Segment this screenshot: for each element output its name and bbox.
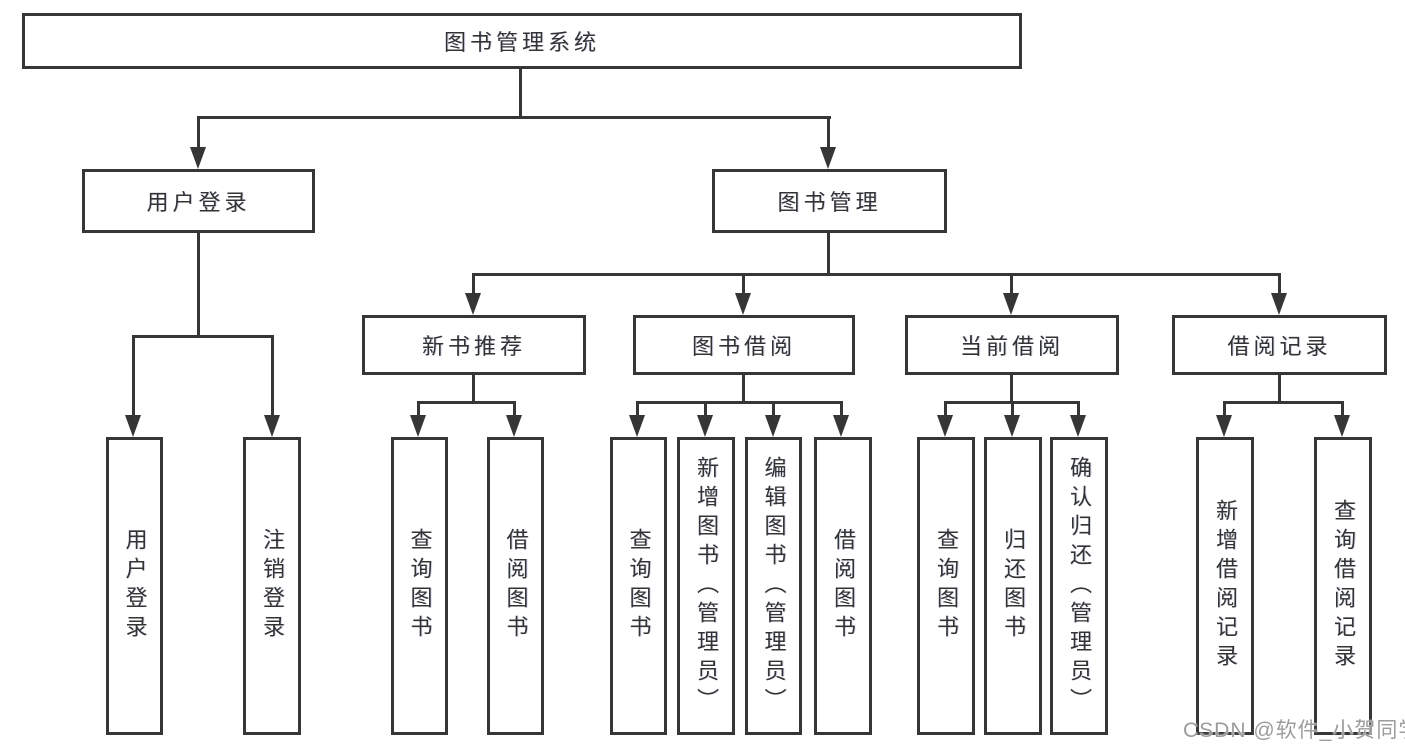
connector-leaf-stem — [1341, 401, 1344, 415]
connector-root-rail — [197, 116, 831, 119]
leaf-logout: 注销登录 — [243, 437, 301, 735]
connector-recommend-down — [472, 375, 475, 404]
arrow-down-icon — [937, 415, 953, 437]
arrow-down-icon — [629, 415, 645, 437]
leaf-label: 查询图书 — [407, 528, 433, 644]
csdn-watermark: CSDN @软件_小贺同学 — [1183, 719, 1405, 742]
arrow-down-icon — [465, 293, 481, 315]
node-current-borrow: 当前借阅 — [905, 315, 1119, 375]
node-user-login: 用户登录 — [82, 169, 315, 233]
leaf-return-books: 归还图书 — [984, 437, 1042, 735]
leaf-label: 查询借阅记录 — [1331, 499, 1356, 673]
node-root: 图书管理系统 — [22, 13, 1022, 69]
arrow-down-icon — [1003, 293, 1019, 315]
arrow-down-icon — [1334, 415, 1350, 437]
node-current-borrow-label: 当前借阅 — [959, 334, 1064, 359]
connector-book-mgmt-down — [827, 233, 830, 276]
leaf-label: 新增图书（管理员） — [694, 455, 719, 717]
arrow-down-icon — [1271, 293, 1287, 315]
connector-leaf-stem — [944, 401, 947, 415]
arrow-down-icon — [1070, 415, 1086, 437]
connector-l3-stem — [1010, 273, 1013, 293]
node-book-mgmt: 图书管理 — [712, 169, 947, 233]
leaf-label: 确认归还（管理员） — [1067, 455, 1092, 717]
connector-leaf-stem — [1011, 401, 1014, 415]
connector-leaf-stem — [840, 401, 843, 415]
leaf-confirm-return-admin: 确认归还（管理员） — [1050, 437, 1108, 735]
connector-leaf-stem — [271, 335, 274, 415]
leaf-add-books-admin: 新增图书（管理员） — [677, 437, 735, 735]
arrow-down-icon — [190, 147, 206, 169]
connector-user-login-stem — [197, 116, 200, 147]
node-book-borrow: 图书借阅 — [633, 315, 855, 375]
connector-leaf-stem — [417, 401, 420, 415]
connector-l3-stem — [472, 273, 475, 293]
leaf-borrow-books-recommend: 借阅图书 — [487, 437, 544, 735]
arrow-down-icon — [506, 415, 522, 437]
leaf-query-borrow-record: 查询借阅记录 — [1314, 437, 1372, 735]
connector-leaf-stem — [513, 401, 516, 415]
node-book-mgmt-label: 图书管理 — [777, 190, 882, 215]
arrow-down-icon — [264, 415, 280, 437]
node-new-book-recommend-label: 新书推荐 — [421, 334, 526, 359]
connector-l3-stem — [742, 273, 745, 293]
node-borrow-records: 借阅记录 — [1172, 315, 1387, 375]
connector-leaf-stem — [636, 401, 639, 415]
arrow-down-icon — [1004, 415, 1020, 437]
leaf-borrow-books: 借阅图书 — [814, 437, 872, 735]
connector-leaf-stem — [772, 401, 775, 415]
connector-borrow-down — [742, 375, 745, 404]
leaf-label: 编辑图书（管理员） — [761, 455, 787, 717]
leaf-edit-books-admin: 编辑图书（管理员） — [745, 437, 802, 735]
leaf-query-books-current: 查询图书 — [917, 437, 975, 735]
connector-l3-stem — [1278, 273, 1281, 293]
leaf-add-borrow-record: 新增借阅记录 — [1196, 437, 1254, 735]
node-book-borrow-label: 图书借阅 — [691, 334, 796, 359]
connector-book-mgmt-stem — [827, 116, 830, 147]
node-new-book-recommend: 新书推荐 — [362, 315, 586, 375]
leaf-label: 用户登录 — [122, 528, 148, 644]
leaf-label: 借阅图书 — [831, 528, 856, 644]
connector-leaf-stem — [704, 401, 707, 415]
connector-records-down — [1278, 375, 1281, 404]
arrow-down-icon — [833, 415, 849, 437]
leaf-label: 借阅图书 — [503, 528, 529, 644]
leaf-label: 新增借阅记录 — [1213, 499, 1238, 673]
connector-book-mgmt-rail — [473, 273, 1281, 276]
connector-root-stem — [519, 69, 522, 119]
connector-borrow-rail — [636, 401, 843, 404]
leaf-query-books-borrow: 查询图书 — [610, 437, 667, 735]
leaf-label: 归还图书 — [1001, 528, 1026, 644]
leaf-query-books-recommend: 查询图书 — [391, 437, 448, 735]
connector-leaf-stem — [1223, 401, 1226, 415]
connector-user-login-rail — [133, 335, 274, 338]
leaf-label: 注销登录 — [260, 528, 285, 644]
leaf-user-login: 用户登录 — [106, 437, 163, 735]
connector-current-down — [1010, 375, 1013, 404]
node-root-label: 图书管理系统 — [443, 30, 600, 55]
connector-leaf-stem — [1077, 401, 1080, 415]
arrow-down-icon — [1216, 415, 1232, 437]
connector-records-rail — [1223, 401, 1344, 404]
leaf-label: 查询图书 — [626, 528, 652, 644]
arrow-down-icon — [735, 293, 751, 315]
connector-user-login-down — [197, 233, 200, 338]
arrow-down-icon — [765, 415, 781, 437]
arrow-down-icon — [697, 415, 713, 437]
node-user-login-label: 用户登录 — [146, 190, 251, 215]
leaf-label: 查询图书 — [934, 528, 959, 644]
arrow-down-icon — [410, 415, 426, 437]
connector-leaf-stem — [132, 335, 135, 415]
arrow-down-icon — [820, 147, 836, 169]
connector-recommend-rail — [418, 401, 516, 404]
node-borrow-records-label: 借阅记录 — [1227, 334, 1332, 359]
arrow-down-icon — [125, 415, 141, 437]
